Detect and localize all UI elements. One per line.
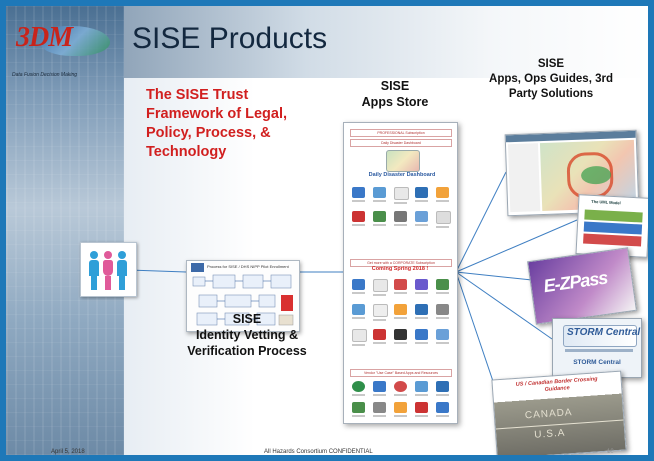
- partner-heading-line2: Apps, Ops Guides, 3rd: [489, 73, 613, 85]
- 3dm-logo: 3DM Data Fusion Decision Making: [10, 20, 122, 80]
- dashboard-bar: Daily Disaster Dashboard: [350, 139, 452, 147]
- vetting-flowchart: [192, 274, 294, 326]
- border-crossing-title: US / Canadian Border Crossing Guidance: [515, 376, 598, 393]
- apps-store-heading: SISE Apps Store: [350, 78, 440, 110]
- identity-vetting-caption: SISE Identity Vetting & Verification Pro…: [182, 311, 312, 359]
- identity-caption-line3: Verification Process: [187, 344, 307, 358]
- apps-store-heading-line1: SISE: [380, 79, 410, 93]
- connector-people-to-vetting: [128, 269, 187, 273]
- connector-store-to-uml: [455, 219, 578, 273]
- partner-heading-line3: Party Solutions: [508, 88, 594, 100]
- partner-solutions-heading: SISE Apps, Ops Guides, 3rd Party Solutio…: [476, 57, 626, 102]
- header-band: [124, 6, 648, 78]
- trust-framework-heading: The SISE Trust Framework of Legal, Polic…: [146, 87, 288, 160]
- storm-central-thumbnail: STORM Central STORM Central: [552, 318, 642, 378]
- left-decorative-band: [6, 6, 124, 455]
- connector-store-to-storm: [455, 271, 553, 340]
- logo-mark: 3DM: [16, 22, 73, 53]
- corporate-subscription-bar: Get more with a CORPORATE Subscription: [350, 259, 452, 267]
- vendor-apps-grid: [352, 381, 449, 417]
- vendor-apps-bar: Vendor "Use Case" Based Apps and Resourc…: [350, 369, 452, 377]
- person-icon: [103, 251, 113, 291]
- uml-title: The UML Model: [591, 198, 621, 206]
- corporate-apps-grid: [352, 279, 449, 346]
- apps-store-heading-line2: Apps Store: [361, 95, 429, 109]
- footer-date: April 5, 2018: [51, 449, 85, 455]
- vetting-doc-title: Process for SISE / DHS NIPP Pilot Enroll…: [207, 264, 289, 269]
- border-crossing-thumbnail: US / Canadian Border Crossing Guidance C…: [491, 370, 627, 455]
- partner-heading-line1: SISE: [537, 58, 565, 70]
- dashboard-label: Daily Disaster Dashboard: [368, 172, 436, 178]
- logo-tagline: Data Fusion Decision Making: [12, 72, 78, 78]
- vetting-doc-logo: [191, 263, 204, 272]
- storm-caption: STORM Central: [573, 359, 621, 366]
- connector-store-to-canada: [455, 271, 499, 397]
- footer-page-number: 10: [607, 449, 614, 455]
- slide: 3DM Data Fusion Decision Making SISE Pro…: [6, 6, 648, 455]
- canada-sign-text: CANADA: [524, 407, 573, 422]
- people-icon-card: [80, 242, 137, 297]
- vetting-process-thumbnail: Process for SISE / DHS NIPP Pilot Enroll…: [186, 260, 300, 332]
- coming-spring-label: Coming Spring 2018 !: [371, 266, 429, 272]
- dashboard-map-icon: [386, 150, 420, 172]
- page-title: SISE Products: [132, 22, 328, 55]
- person-icon: [89, 251, 99, 291]
- uml-model-thumbnail: The UML Model: [575, 194, 648, 258]
- logo-globe-shape: [40, 26, 110, 56]
- person-icon: [117, 251, 127, 291]
- identity-caption-line2: Identity Vetting &: [195, 328, 299, 342]
- identity-caption-line1: SISE: [232, 312, 262, 326]
- connector-store-to-ezpass: [455, 271, 533, 281]
- professional-apps-grid: [352, 187, 451, 228]
- connector-lines: [128, 171, 578, 397]
- professional-subscription-bar: PROFESSIONAL Subscription: [350, 129, 452, 137]
- apps-store-thumbnail: PROFESSIONAL Subscription Daily Disaster…: [343, 122, 458, 424]
- storm-logo-text: STORM Central: [567, 327, 641, 338]
- connector-store-to-map: [455, 171, 507, 273]
- usa-sign-text: U.S.A: [533, 427, 566, 441]
- footer-confidential: All Hazards Consortium CONFIDENTIAL: [264, 449, 373, 455]
- ezpass-label: E-ZPass: [542, 267, 609, 297]
